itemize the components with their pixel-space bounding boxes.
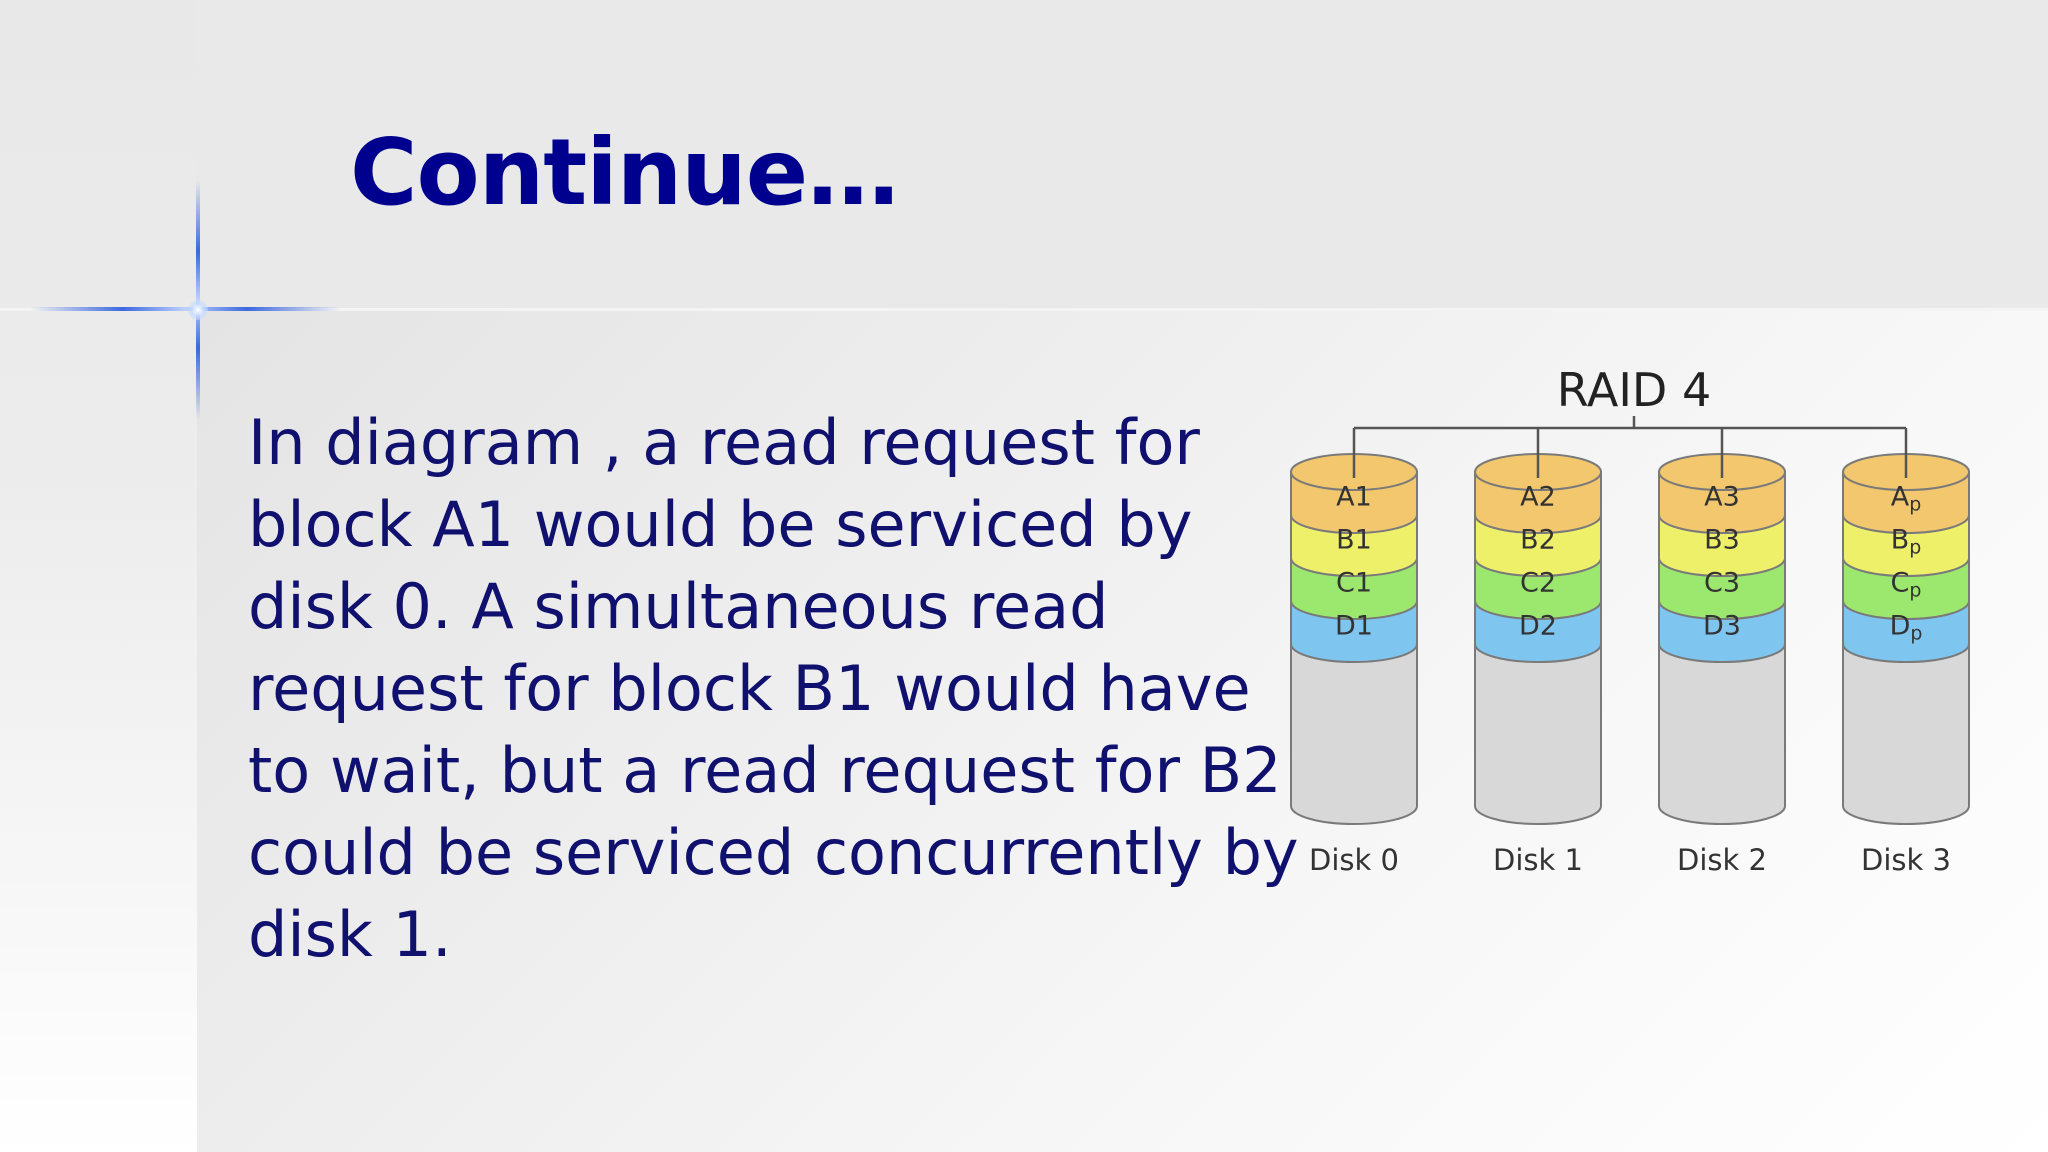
sparkle-decoration-horizontal — [30, 307, 340, 311]
disk-body — [1658, 643, 1786, 825]
block-label: D3 — [1703, 611, 1741, 642]
header-divider — [0, 308, 2048, 311]
parity-subscript: p — [1909, 580, 1921, 602]
block-label: C1 — [1336, 568, 1372, 599]
body-text-line: could be serviced concurrently by — [248, 816, 1299, 889]
body-text-line: request for block B1 would have — [248, 652, 1251, 725]
block-label: A3 — [1704, 482, 1740, 513]
disk-label: Disk 3 — [1861, 843, 1951, 877]
disk-label: Disk 1 — [1493, 843, 1583, 877]
block-label: B2 — [1520, 525, 1556, 556]
block-label: D1 — [1335, 611, 1373, 642]
left-background-band — [0, 0, 197, 1152]
block-label: C2 — [1520, 568, 1556, 599]
parity-subscript: p — [1910, 623, 1922, 645]
disk-label: Disk 2 — [1677, 843, 1767, 877]
body-text-line: disk 1. — [248, 898, 452, 971]
header-background-band — [197, 0, 2048, 309]
block-label: A1 — [1336, 482, 1372, 513]
disk-body — [1842, 643, 1970, 825]
diagram-title: RAID 4 — [1557, 363, 1711, 417]
disk-body — [1290, 643, 1418, 825]
block-label: C3 — [1704, 568, 1740, 599]
block-label: B1 — [1336, 525, 1372, 556]
body-text-line: to wait, but a read request for B2 — [248, 734, 1282, 807]
body-text-line: In diagram , a read request for — [248, 406, 1200, 479]
disk-body — [1474, 643, 1602, 825]
parity-subscript: p — [1909, 494, 1921, 516]
sparkle-decoration-center — [188, 300, 208, 320]
body-text-line: disk 0. A simultaneous read — [248, 570, 1109, 643]
block-label: D2 — [1519, 611, 1557, 642]
disk-label: Disk 0 — [1309, 843, 1399, 877]
slide-title: Continue… — [350, 119, 899, 226]
block-label: B3 — [1704, 525, 1740, 556]
slide-body-text: In diagram , a read request for block A1… — [248, 402, 1299, 976]
block-label: A2 — [1520, 482, 1556, 513]
parity-subscript: p — [1909, 537, 1921, 559]
body-text-line: block A1 would be serviced by — [248, 488, 1193, 561]
